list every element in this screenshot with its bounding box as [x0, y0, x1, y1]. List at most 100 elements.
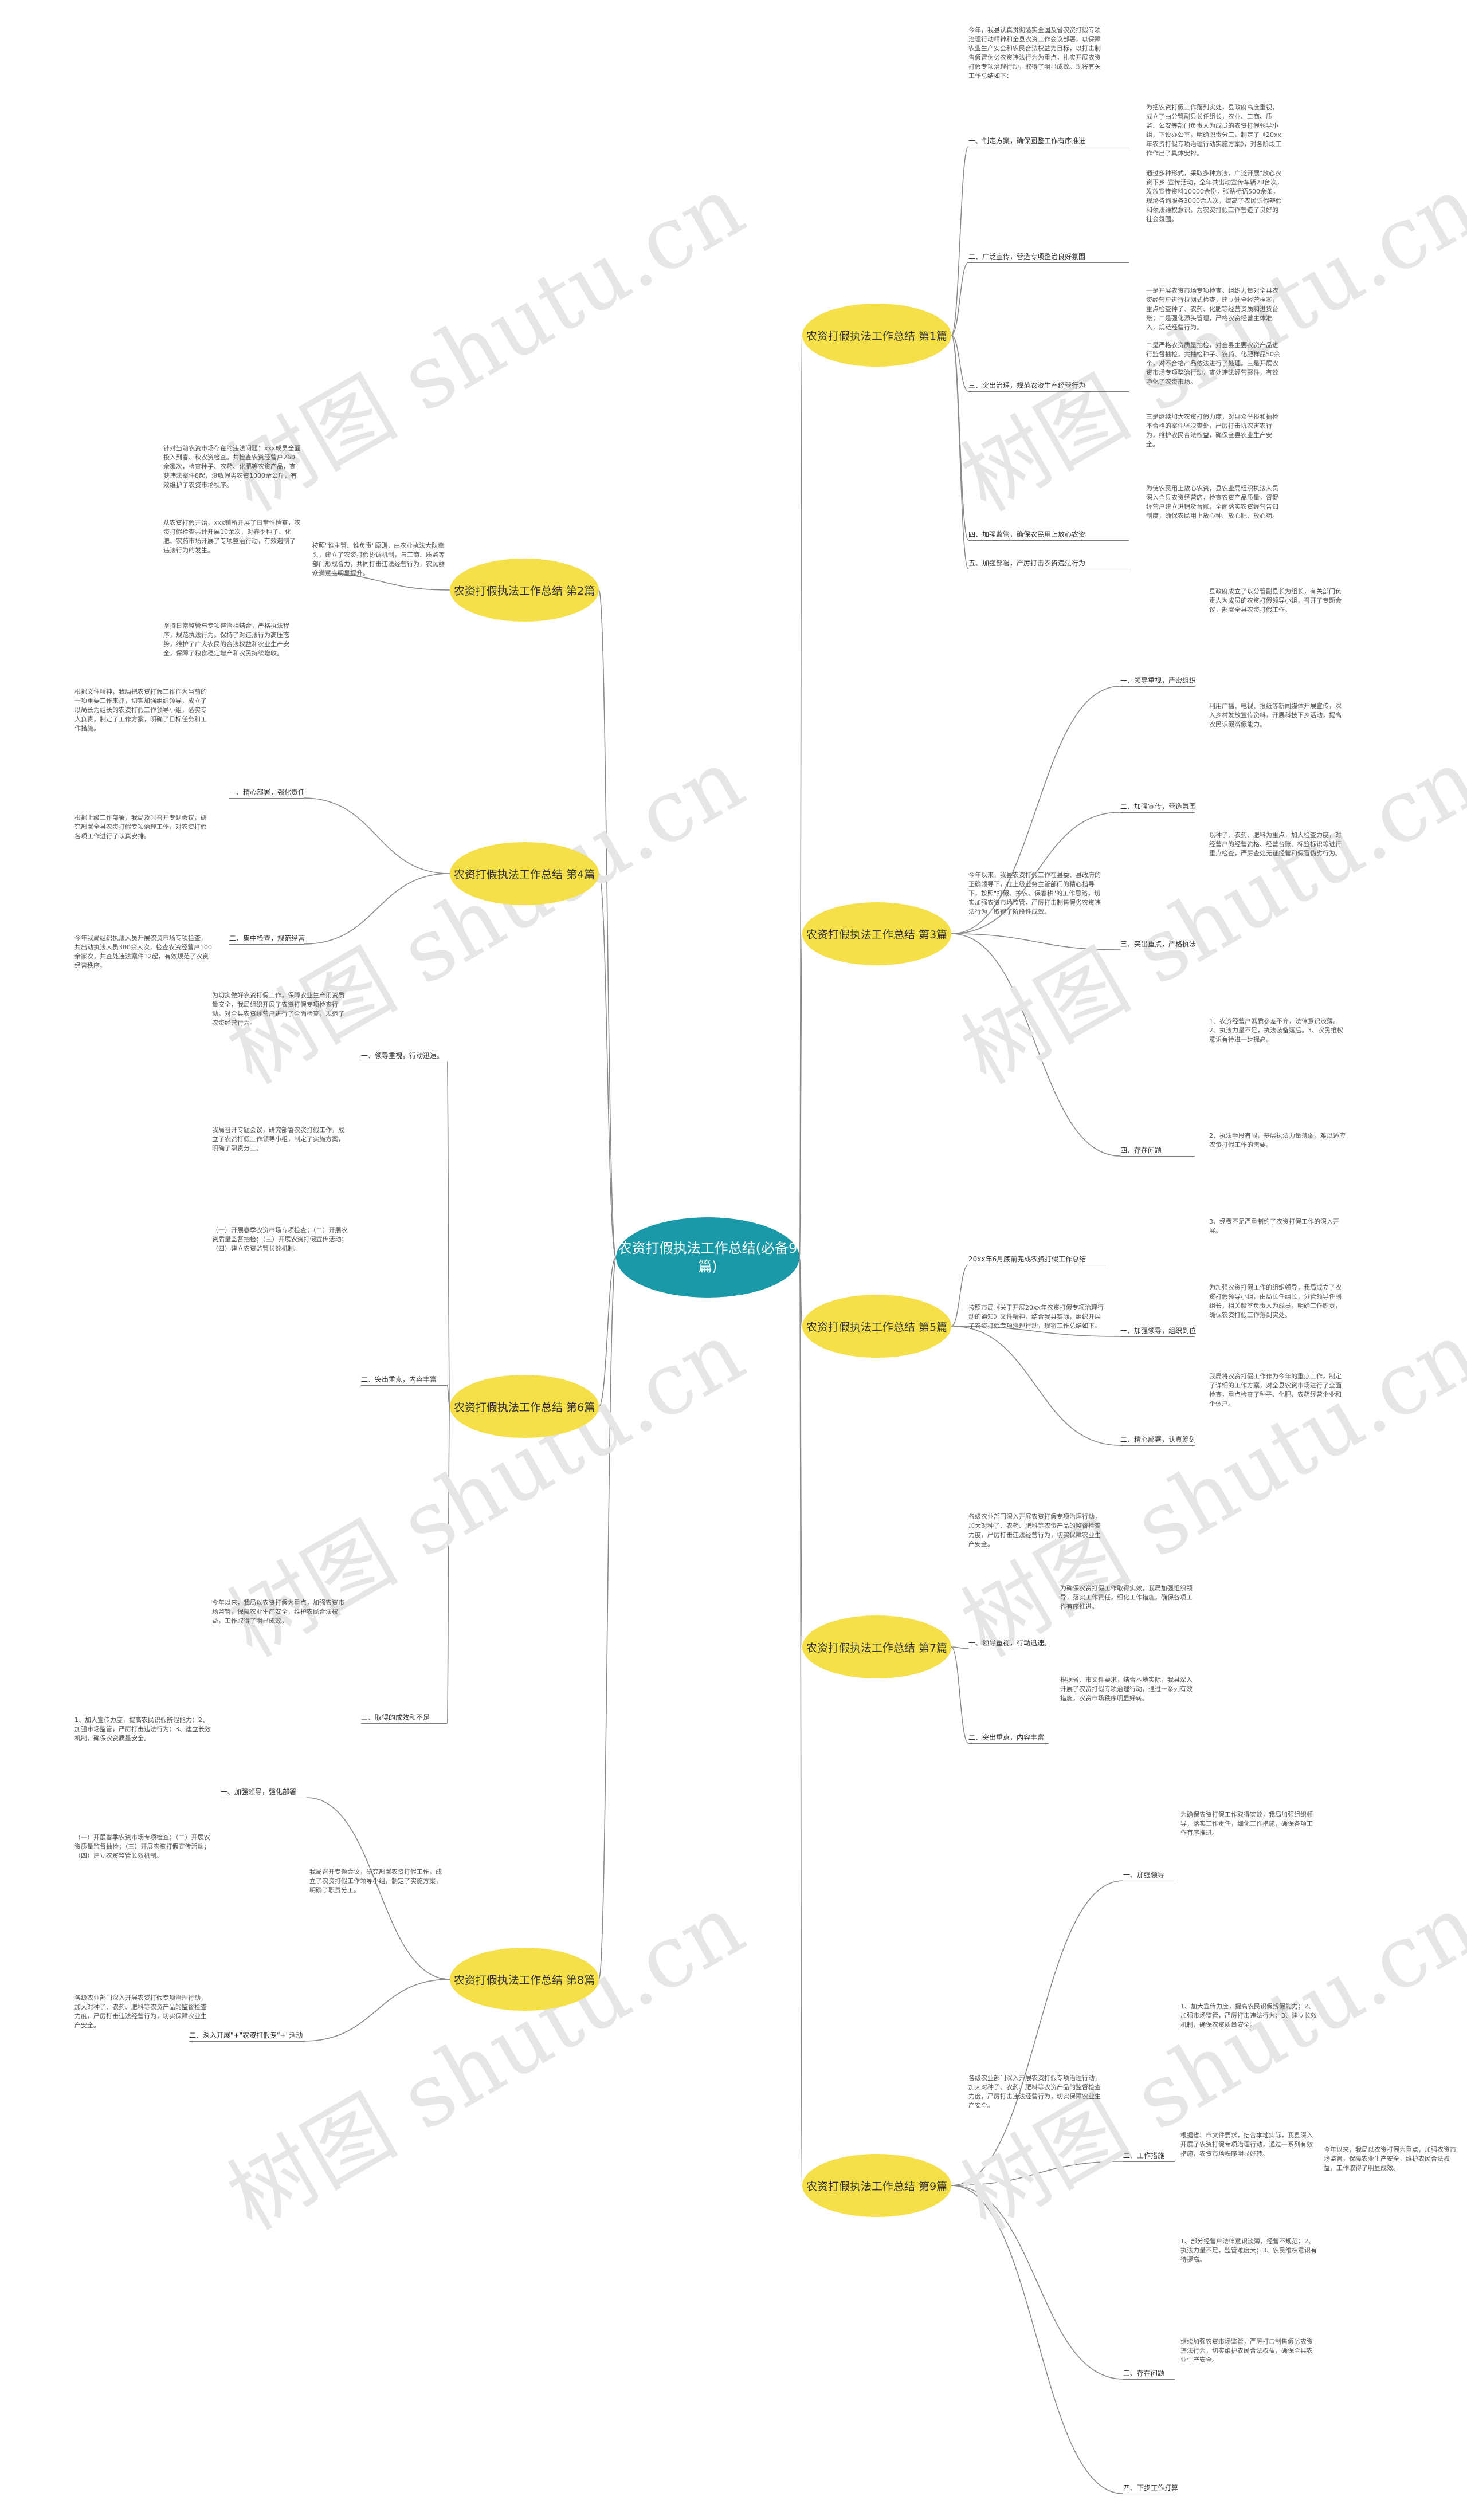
note-text: 从农资打假开始，xxx镇所开展了日常性检查，农资打假检查共计开展10余次，对春季… [163, 519, 301, 554]
note-text: 按照市局《关于开展20xx年农资打假专项治理行动的通知》文件精神，结合我县实际，… [968, 1304, 1104, 1330]
sub-topic[interactable]: 二、深入开展"+"农资打假专"+"活动 [189, 2031, 303, 2039]
branch-topic-1[interactable]: 农资打假执法工作总结 第1篇 [802, 304, 951, 367]
sub-topic[interactable]: 二、突出重点，内容丰富 [968, 1733, 1045, 1741]
sub-topic[interactable]: 一、领导重视，行动迅速。 [361, 1052, 444, 1060]
branch-topic-7[interactable]: 农资打假执法工作总结 第7篇 [802, 1615, 951, 1678]
sub-topic[interactable]: 一、领导重视，严密组织 [1120, 677, 1197, 685]
connector-line [951, 2185, 1124, 2380]
sub-topic[interactable]: 一、精心部署，强化责任 [229, 788, 305, 796]
note-text: 继续加强农资市场监管，严厉打击制售假劣农资违法行为，切实维护农民合法权益，确保全… [1180, 2338, 1313, 2364]
connector-line [306, 1797, 450, 1980]
sub-topic[interactable]: 一、加强领导，组织到位 [1120, 1327, 1197, 1335]
note-text: 今年，我县认真贯彻落实全国及省农资打假专项治理行动精神和全县农资工作会议部署，以… [968, 26, 1101, 80]
note-text: 为把农资打假工作落到实处，县政府高度重视，成立了由分管副县长任组长，农业、工商、… [1146, 104, 1282, 157]
branch-topic-4[interactable]: 农资打假执法工作总结 第4篇 [450, 842, 599, 905]
connector-line [951, 262, 969, 336]
note-text: 今年以来，我局以农资打假为重点，加强农资市场监管，保障农业生产安全，维护农民合法… [1324, 2146, 1456, 2172]
sub-topic[interactable]: 二、工作措施 [1123, 2152, 1165, 2160]
branch-topic-5[interactable]: 农资打假执法工作总结 第5篇 [802, 1295, 951, 1358]
note-text: 1、加大宣传力度，提高农民识假辨假能力；2、加强市场监管，严厉打击违法行为；3、… [74, 1716, 211, 1742]
connector-line [951, 933, 1121, 950]
sub-topic[interactable]: 三、突出重点，严格执法 [1120, 940, 1197, 948]
sub-topic[interactable]: 二、加强宣传，营造氛围 [1120, 803, 1197, 811]
connector-line [951, 933, 1121, 1157]
sub-topic[interactable]: 三、取得的成效和不足 [361, 1713, 430, 1721]
branch-topic-8[interactable]: 农资打假执法工作总结 第8篇 [450, 1948, 599, 2011]
branch-topic-3[interactable]: 农资打假执法工作总结 第3篇 [802, 902, 951, 965]
sub-topic[interactable]: 三、突出治理，规范农资生产经营行为 [968, 382, 1086, 390]
note-text: 为确保农资打假工作取得实效，我局加强组织领导，落实工作责任，细化工作措施，确保各… [1060, 1585, 1193, 1610]
connector-line [951, 812, 1121, 934]
connector-line [598, 589, 617, 1258]
connector-line [303, 873, 450, 945]
connector-line [446, 1385, 450, 1407]
connector-line [446, 1061, 450, 1407]
note-text: 根据省、市文件要求，结合本地实际，我县深入开展了农资打假专项治理行动，通过一系列… [1060, 1676, 1193, 1702]
note-text: 根据文件精神，我局把农资打假工作作为当前的一项重要工作来抓，切实加强组织领导，成… [74, 688, 207, 732]
sub-topic-line [968, 391, 1129, 392]
note-text: 今年以来，我局以农资打假为重点，加强农资市场监管，保障农业生产安全，维护农民合法… [212, 1599, 344, 1625]
connector-line [446, 1406, 450, 1724]
sub-topic[interactable]: 五、加强部署，严厉打击农资违法行为 [968, 559, 1086, 567]
sub-topic[interactable]: 一、制定方案，确保圆整工作有序推进 [968, 137, 1086, 145]
connector-line [951, 1326, 1121, 1446]
connector-line [951, 335, 969, 569]
note-text: 1、加大宣传力度，提高农民识假辨假能力；2、加强市场监管，严厉打击违法行为；3、… [1180, 2003, 1317, 2028]
connector-line [598, 1257, 617, 1407]
note-text: 按照"谁主管、谁负责"原则，由农业执法大队牵头，建立了农资打假协调机制，与工商、… [312, 542, 445, 577]
root-topic[interactable]: 农资打假执法工作总结(必备9篇) [616, 1217, 799, 1298]
sub-topic-line [229, 944, 304, 945]
sub-topic-line [1120, 1156, 1195, 1157]
sub-topic[interactable]: 二、广泛宣传，营造专项整治良好氛围 [968, 253, 1086, 261]
sub-topic-line [1120, 1445, 1195, 1446]
note-text: 县政府成立了以分管副县长为组长，有关部门负责人为成员的农资打假领导小组，召开了专… [1209, 588, 1342, 614]
sub-topic[interactable]: 20xx年6月底前完成农资打假工作总结 [968, 1255, 1086, 1263]
sub-topic-line [361, 1385, 447, 1386]
sub-topic[interactable]: 四、存在问题 [1120, 1146, 1162, 1154]
note-text: 今年我局组织执法人员开展农资市场专项检查，共出动执法人员300余人次，检查农资经… [74, 934, 212, 969]
sub-topic[interactable]: 二、精心部署，认真筹划 [1120, 1436, 1197, 1444]
sub-topic[interactable]: 二、集中检查，规范经营 [229, 934, 305, 942]
connector-line [799, 1257, 803, 2186]
note-text: （一）开展春季农资市场专项检查；（二）开展农资质量监督抽检；（三）开展农资打假宣… [212, 1226, 348, 1252]
note-text: 我局将农资打假工作作为今年的重点工作，制定了详细的工作方案，对全县农资市场进行了… [1209, 1373, 1342, 1408]
note-text: 我局召开专题会议，研究部署农资打假工作，成立了农资打假工作领导小组，制定了实施方… [212, 1126, 344, 1152]
connector-line [951, 1264, 969, 1327]
note-text: 我局召开专题会议，研究部署农资打假工作，成立了农资打假工作领导小组，制定了实施方… [309, 1868, 442, 1894]
note-text: 各级农业部门深入开展农资打假专项治理行动，加大对种子、农药、肥料等农资产品的监督… [968, 2074, 1101, 2109]
sub-topic-line [1123, 2161, 1175, 2162]
note-text: （一）开展春季农资市场专项检查；（二）开展农资质量监督抽检；（三）开展农资打假宣… [74, 1834, 210, 1859]
branch-topic-6[interactable]: 农资打假执法工作总结 第6篇 [450, 1375, 599, 1438]
connector-line [303, 797, 450, 874]
sub-topic-line [1123, 2379, 1175, 2380]
note-text: 各级农业部门深入开展农资打假专项治理行动，加大对种子、农药、肥料等农资产品的监督… [968, 1513, 1101, 1548]
note-text: 1、部分经营户法律意识淡薄，经营不规范；2、执法力量不足，监管难度大；3、农民维… [1180, 2238, 1317, 2263]
note-text: 为加强农资打假工作的组织领导，我局成立了农资打假领导小组，由局长任组长，分管领导… [1209, 1284, 1342, 1319]
sub-topic-line [968, 1743, 1049, 1744]
note-text: 为切实做好农资打假工作，保障农业生产用资质量安全，我局组织开展了农资打假专项检查… [212, 992, 344, 1027]
note-text: 利用广播、电视、报纸等新闻媒体开展宣传，深入乡村发放宣传资料，开展科技下乡活动，… [1209, 702, 1342, 728]
sub-topic[interactable]: 一、加强领导，强化部署 [221, 1788, 297, 1796]
note-text: 根据省、市文件要求，结合本地实际，我县深入开展了农资打假专项治理行动，通过一系列… [1180, 2132, 1313, 2157]
branch-topic-9[interactable]: 农资打假执法工作总结 第9篇 [802, 2154, 951, 2217]
connector-line [951, 2161, 1124, 2186]
sub-topic[interactable]: 四、加强监管，确保农民用上放心农资 [968, 530, 1086, 538]
connector-line [799, 1257, 803, 1327]
note-text: 1、农资经营户素质参差不齐，法律意识淡薄。2、执法力量不足，执法装备落后。3、农… [1209, 1017, 1343, 1043]
note-text: 为确保农资打假工作取得实效，我局加强组织领导，落实工作责任，细化工作措施，确保各… [1180, 1811, 1313, 1837]
sub-topic[interactable]: 一、领导重视，行动迅速。 [968, 1639, 1052, 1647]
sub-topic[interactable]: 一、加强领导 [1123, 1871, 1165, 1879]
connector-line [951, 1326, 1121, 1337]
connector-line [951, 335, 969, 392]
sub-topic[interactable]: 二、突出重点，内容丰富 [361, 1375, 437, 1383]
note-text: 以种子、农药、肥料为重点，加大检查力度，对经营户的经营资格、经营台账、标签标识等… [1209, 831, 1342, 857]
branch-topic-2[interactable]: 农资打假执法工作总结 第2篇 [450, 559, 599, 622]
sub-topic[interactable]: 三、存在问题 [1123, 2369, 1165, 2377]
note-text: 坚持日常监管与专项整治相结合，严格执法程序，规范执法行为。保持了对违法行为高压态… [163, 622, 289, 657]
connector-line [951, 1646, 969, 1744]
note-text: 二是严格农资质量抽检，对全县主要农资产品进行监督抽检，共抽检种子、农药、化肥样品… [1146, 341, 1280, 386]
connector-line [598, 873, 617, 1258]
sub-topic[interactable]: 四、下步工作打算 [1123, 2484, 1179, 2492]
